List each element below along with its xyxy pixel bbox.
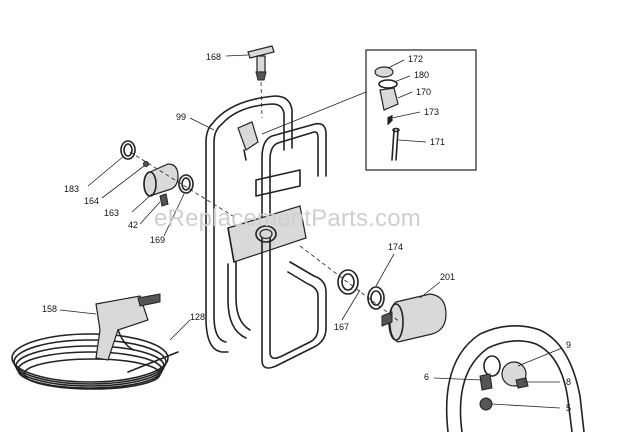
callout-201: 201 (440, 272, 455, 282)
callout-163: 163 (104, 208, 119, 218)
right-exploded-parts (299, 245, 447, 343)
callout-168: 168 (206, 52, 221, 62)
filter-inset (261, 49, 477, 171)
callout-171: 171 (430, 137, 445, 147)
watermark-text: eReplacementParts.com (154, 205, 421, 232)
callout-158: 158 (42, 304, 57, 314)
callout-42: 42 (128, 220, 138, 230)
callout-173: 173 (424, 107, 439, 117)
callout-128: 128 (190, 312, 205, 322)
callout-167: 167 (334, 322, 349, 332)
spray-gun-hose (11, 293, 179, 390)
callout-169: 169 (150, 235, 165, 245)
callout-183: 183 (64, 184, 79, 194)
callout-172: 172 (408, 54, 423, 64)
cart-frame (205, 95, 327, 369)
callout-174: 174 (388, 242, 403, 252)
callout-labels: 168 99 172 180 170 173 171 183 164 163 4… (42, 52, 571, 413)
callout-5: 5 (566, 403, 571, 413)
leader-lines (59, 54, 563, 409)
bottom-right-assembly (445, 325, 585, 432)
callout-9: 9 (566, 340, 571, 350)
callout-8: 8 (566, 377, 571, 387)
left-exploded-parts (120, 140, 237, 219)
prime-valve-part (247, 45, 275, 119)
callout-99: 99 (176, 112, 186, 122)
callout-6: 6 (424, 372, 429, 382)
callout-170: 170 (416, 87, 431, 97)
callout-180: 180 (414, 70, 429, 80)
callout-164: 164 (84, 196, 99, 206)
